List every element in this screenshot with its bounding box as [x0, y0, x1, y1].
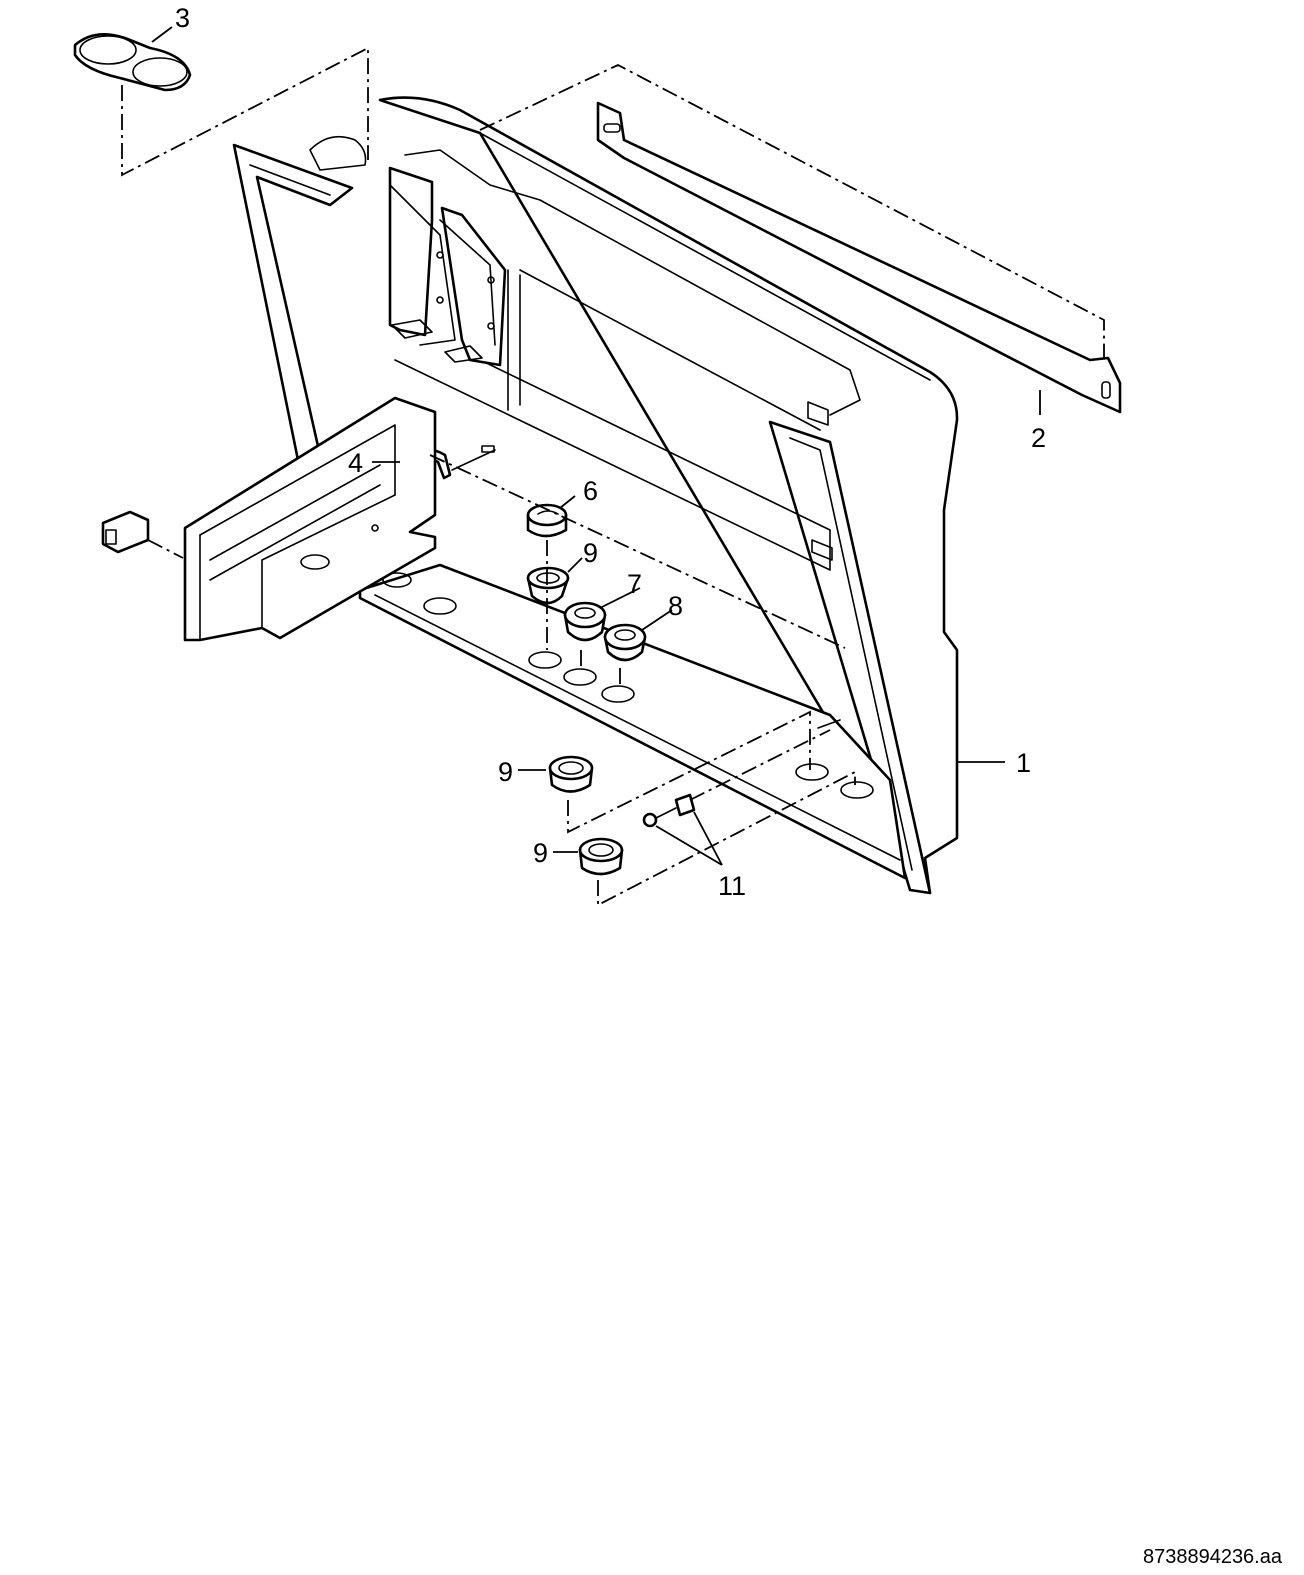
callout-11: 11 — [718, 871, 746, 901]
grommet-part-9-lower-b — [578, 837, 624, 876]
callout-3: 3 — [175, 3, 190, 33]
grommet-part-8 — [603, 623, 647, 662]
connector-tray — [101, 396, 437, 642]
callout-7: 7 — [627, 569, 642, 599]
callout-9-upper: 9 — [583, 538, 598, 568]
document-number: 8738894236.aa — [1142, 1546, 1282, 1568]
double-grommet-part-3 — [73, 32, 192, 92]
assembly-lines — [121, 46, 1105, 907]
callout-9-lower-b: 9 — [533, 838, 548, 868]
callout-labels: 1 2 3 4 6 9 7 8 9 9 11 — [175, 3, 1046, 901]
callout-2: 2 — [1031, 423, 1046, 453]
callout-6: 6 — [583, 476, 598, 506]
callout-1: 1 — [1016, 748, 1031, 778]
leader-lines — [151, 26, 1041, 866]
grommet-part-9-upper — [526, 566, 570, 605]
callout-8: 8 — [668, 591, 683, 621]
callout-9-lower-a: 9 — [498, 757, 513, 787]
grommet-part-7 — [563, 601, 607, 642]
clamp-part-11 — [642, 719, 841, 828]
callout-4: 4 — [348, 448, 363, 478]
mounting-rail-part-2 — [596, 101, 1122, 414]
housing-part-1 — [232, 96, 959, 895]
grommet-part-9-lower-a — [548, 755, 594, 793]
